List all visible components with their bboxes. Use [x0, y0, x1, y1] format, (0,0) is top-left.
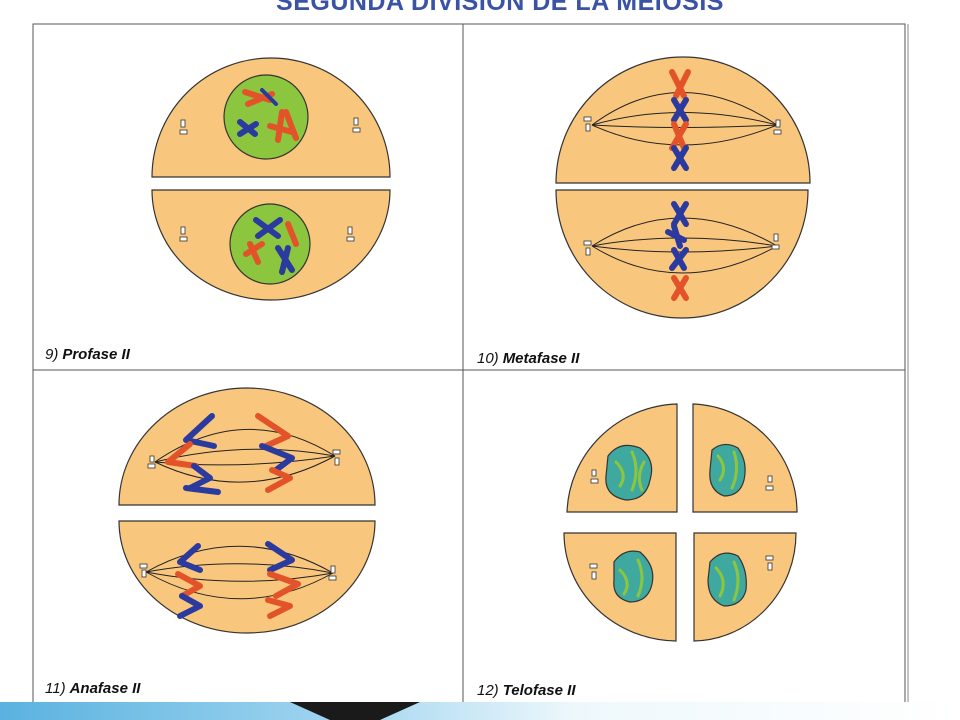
chromosomes	[165, 413, 301, 619]
daughter-cell	[692, 403, 798, 513]
chromosomes	[665, 69, 691, 301]
nucleus	[613, 550, 654, 603]
nucleus	[605, 444, 653, 501]
prophase-ii-illustration	[151, 57, 391, 301]
panel-number: 9)	[45, 346, 59, 363]
nucleus	[707, 552, 747, 607]
cell-half-top	[118, 387, 376, 506]
panel-caption-metaphase: 10)Metafase II	[477, 350, 579, 367]
chromosomes	[237, 88, 299, 275]
panel-number: 10)	[477, 350, 499, 367]
panel-caption-telophase: 12)Telofase II	[477, 682, 576, 699]
page-title: SEGUNDA DIVISIÓN DE LA MEIOSIS	[276, 0, 724, 16]
panel-number: 11)	[45, 680, 66, 697]
telophase-ii-illustration	[563, 403, 798, 642]
panel-caption-anaphase: 11)Anafase II	[45, 680, 140, 697]
nucleus	[709, 443, 746, 497]
footer-decoration	[0, 702, 960, 720]
panel-name: Telofase II	[502, 682, 576, 699]
centrioles	[179, 117, 361, 242]
chromatin-strands	[614, 450, 740, 602]
anaphase-ii-illustration	[118, 387, 376, 634]
centrioles	[589, 469, 774, 580]
nucleus	[223, 74, 309, 160]
centrioles	[139, 449, 341, 581]
panel-name: Metafase II	[502, 350, 580, 367]
panel-name: Profase II	[62, 346, 130, 363]
panel-grid	[32, 23, 909, 705]
panel-number: 12)	[477, 682, 499, 699]
panel-caption-prophase: 9)Profase II	[45, 346, 130, 363]
panel-name: Anafase II	[69, 680, 141, 697]
cell-half-bottom	[118, 520, 376, 634]
centrioles	[583, 116, 782, 256]
